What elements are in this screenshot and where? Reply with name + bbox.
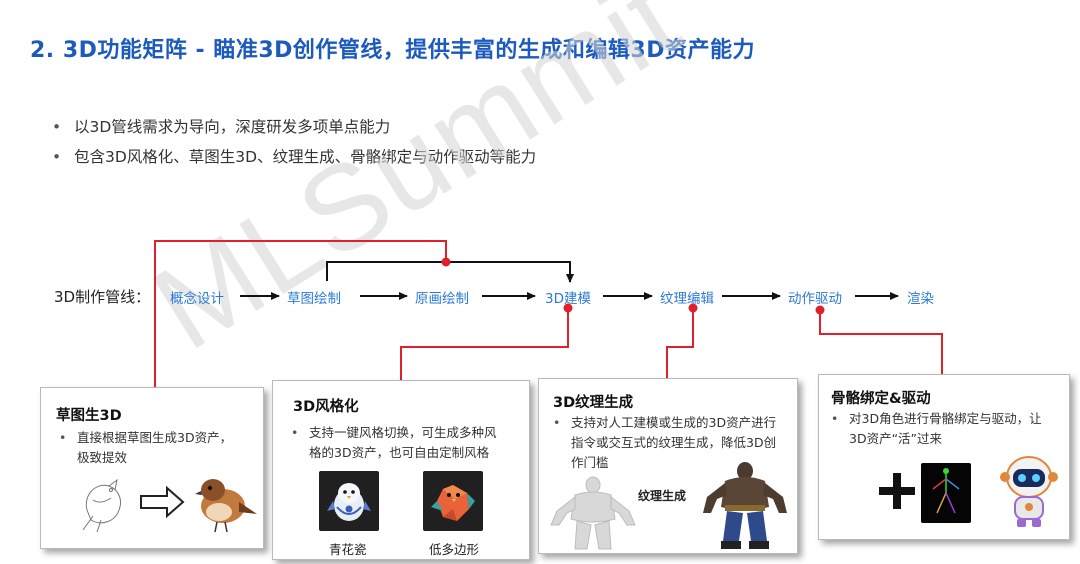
card-title: 骨骼绑定&驱动	[831, 391, 931, 407]
stage-sketch: 草图绘制	[287, 291, 341, 307]
card-description: • 对3D角色进行骨骼绑定与驱动，让 3D资产“活”过来	[831, 409, 1067, 449]
stage-3d-modeling: 3D建模	[545, 291, 591, 307]
bullet-item: • 包含3D风格化、草图生3D、纹理生成、骨骼绑定与动作驱动等能力	[52, 146, 536, 176]
blue-white-porcelain-bird-image	[319, 471, 379, 531]
dot-icon	[815, 305, 825, 315]
stage-motion-driving: 动作驱动	[788, 291, 842, 307]
card-title: 草图生3D	[56, 408, 122, 424]
card-line: 对3D角色进行骨骼绑定与驱动，让	[849, 411, 1042, 426]
caption-low-poly: 低多边形	[429, 542, 480, 557]
connector-texture	[666, 308, 694, 378]
connector-sketch	[154, 240, 447, 387]
dot-icon	[441, 257, 451, 267]
connector-dots	[441, 257, 825, 315]
low-poly-bird-icon	[431, 485, 475, 521]
skeleton-icon	[932, 468, 960, 514]
bullet-dot-icon: •	[831, 411, 839, 426]
card-line: 支持一键风格切换，可生成多种风	[309, 425, 497, 440]
low-poly-bird-image	[423, 471, 483, 531]
card-title: 3D风格化	[293, 399, 359, 415]
pipeline-label: 3D制作管线：	[54, 288, 151, 306]
bullet-text: 以3D管线需求为导向，深度研发多项单点能力	[74, 118, 391, 136]
bullet-dot-icon: •	[553, 415, 561, 430]
card-line: 支持对人工建模或生成的3D资产进行	[571, 415, 777, 430]
card-line: 3D资产“活”过来	[849, 431, 943, 446]
connector-rig	[819, 310, 943, 374]
robot-character-icon	[1000, 456, 1058, 527]
bullet-dot-icon: •	[291, 425, 299, 440]
stage-concept-design: 概念设计	[170, 291, 224, 307]
caption-blue-white-porcelain: 青花瓷	[329, 542, 367, 557]
bullet-dot-icon: •	[59, 430, 67, 445]
dot-icon	[563, 303, 573, 313]
arrow-outline-icon	[140, 485, 185, 519]
porcelain-bird-icon	[327, 483, 371, 521]
skeleton-rig-image	[921, 463, 971, 523]
card-line: 指令或交互式的纹理生成，降低3D创	[571, 435, 777, 450]
page-title: 2. 3D功能矩阵 - 瞄准3D创作管线，提供丰富的生成和编辑3D资产能力	[30, 38, 755, 63]
dot-icon	[688, 303, 698, 313]
card-3d-texture-generation: 3D纹理生成 • 支持对人工建模或生成的3D资产进行 指令或交互式的纹理生成，降…	[538, 378, 798, 554]
bullet-dot-icon: •	[52, 118, 62, 136]
bullet-text: 包含3D风格化、草图生3D、纹理生成、骨骼绑定与动作驱动等能力	[74, 148, 537, 166]
red-connectors	[154, 240, 943, 387]
sketch-bird-icon	[82, 478, 122, 533]
card-line: 极致提效	[77, 450, 128, 465]
card-description: • 支持对人工建模或生成的3D资产进行 指令或交互式的纹理生成，降低3D创 作门…	[553, 413, 793, 473]
card-title: 3D纹理生成	[553, 395, 634, 411]
card-description: • 支持一键风格切换，可生成多种风 格的3D资产，也可自由定制风格	[291, 423, 527, 463]
3d-sparrow-icon	[195, 479, 257, 533]
card-3d-stylization: 3D风格化 • 支持一键风格切换，可生成多种风 格的3D资产，也可自由定制风格	[272, 380, 530, 560]
stage-original-art: 原画绘制	[415, 291, 469, 307]
textured-model-icon	[703, 462, 787, 549]
stage-rendering: 渲染	[907, 291, 934, 307]
intro-bullets: • 以3D管线需求为导向，深度研发多项单点能力 • 包含3D风格化、草图生3D、纹理…	[52, 116, 536, 176]
connector-style	[400, 308, 569, 380]
untextured-model-icon	[550, 476, 636, 550]
card-line: 格的3D资产，也可自由定制风格	[309, 445, 490, 460]
stage-texture-editing: 纹理编辑	[660, 291, 714, 307]
sketch-to-3d-illustration	[82, 478, 257, 533]
card-sketch-to-3d: 草图生3D • 直接根据草图生成3D资产， 极致提效	[40, 387, 264, 549]
bullet-item: • 以3D管线需求为导向，深度研发多项单点能力	[52, 116, 536, 146]
card-line: 直接根据草图生成3D资产，	[77, 430, 233, 445]
card-line: 作门槛	[571, 455, 609, 470]
plus-icon	[879, 473, 915, 509]
card-rigging-and-driving: 骨骼绑定&驱动 • 对3D角色进行骨骼绑定与驱动，让 3D资产“活”过来	[818, 374, 1070, 540]
texture-generation-label: 纹理生成	[638, 489, 687, 503]
bullet-dot-icon: •	[52, 148, 62, 166]
card-description: • 直接根据草图生成3D资产， 极致提效	[59, 428, 259, 468]
